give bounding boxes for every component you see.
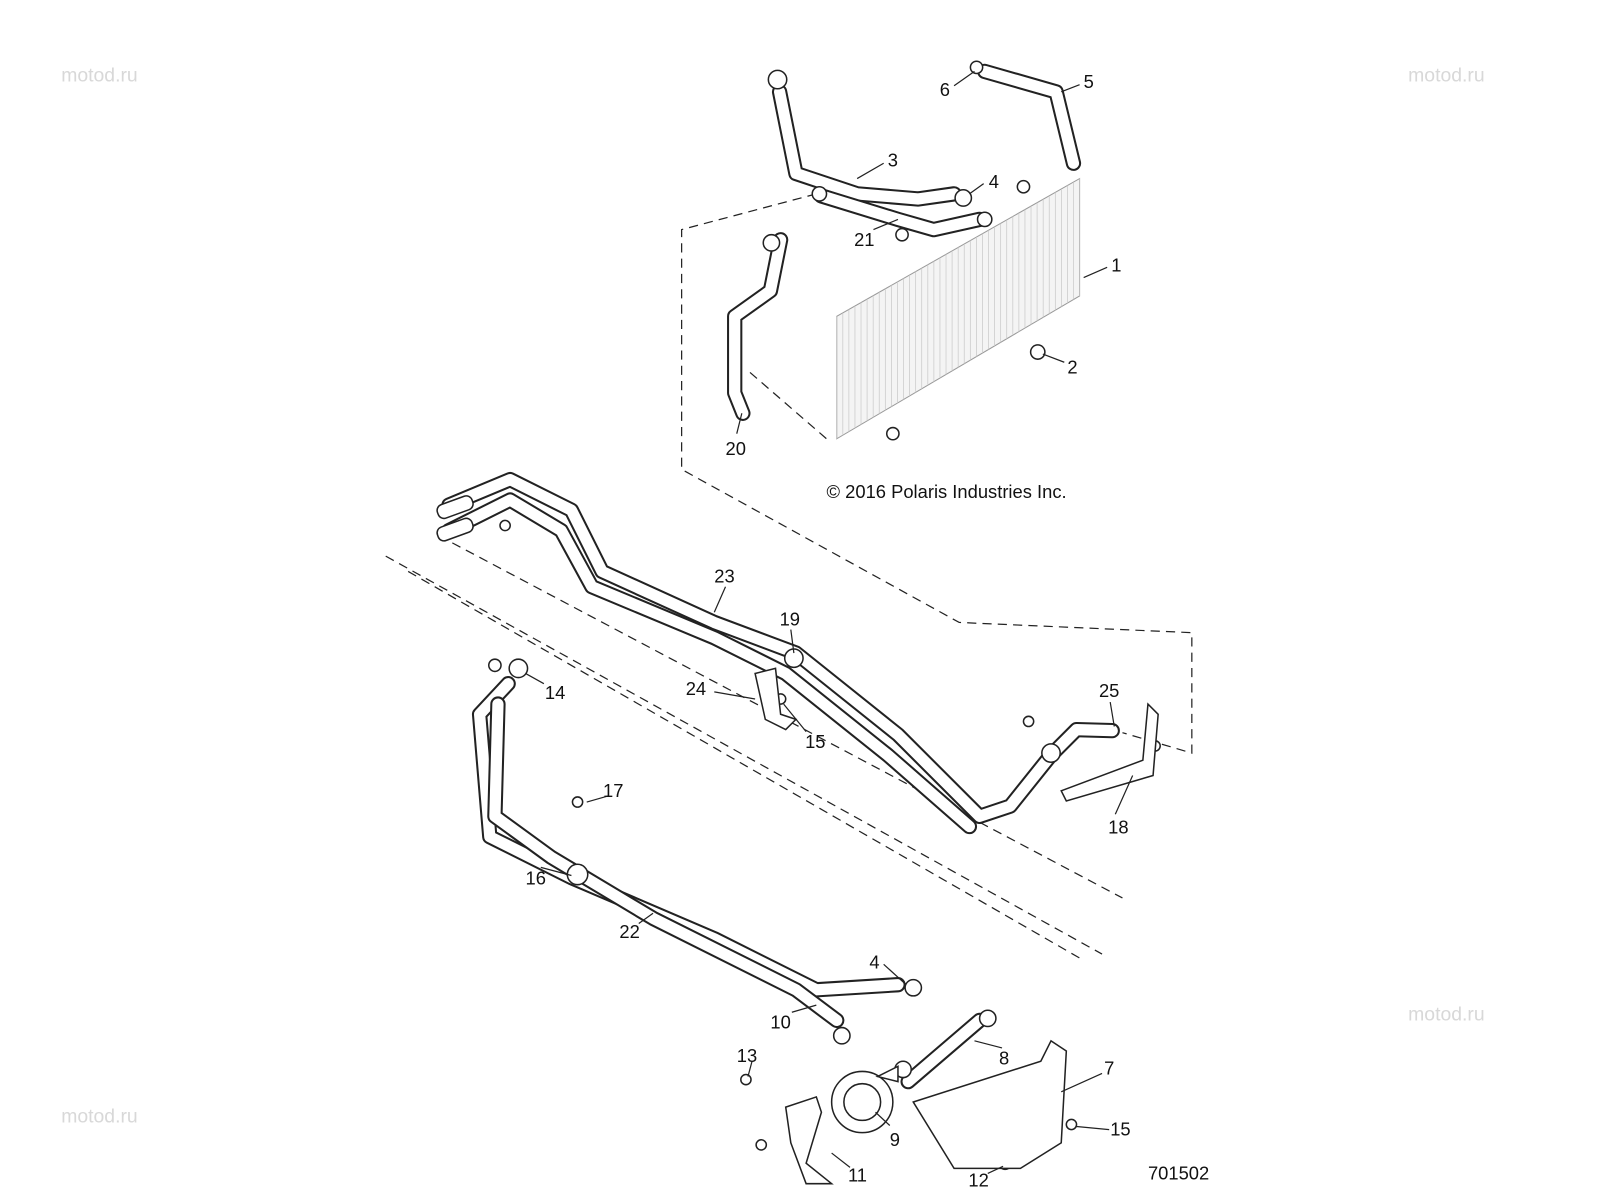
- callout-22: 22: [619, 921, 639, 942]
- clamps: [488, 60, 1161, 1171]
- assembly-line-top: [681, 193, 1193, 754]
- tube-10: [487, 696, 845, 1029]
- hose-5: [977, 63, 1082, 171]
- callout-23: 23: [714, 566, 734, 587]
- watermark-text: motod.ru: [61, 1105, 137, 1127]
- callout-8: 8: [999, 1047, 1009, 1068]
- watermark-text: motod.ru: [1408, 65, 1484, 87]
- callout-3: 3: [888, 149, 898, 170]
- callout-13: 13: [737, 1045, 757, 1066]
- callout-7: 7: [1104, 1057, 1114, 1078]
- callout-2: 2: [1067, 356, 1077, 377]
- callout-18: 18: [1108, 817, 1128, 838]
- drawing-number: 701502: [1148, 1163, 1209, 1184]
- callout-9: 9: [890, 1129, 900, 1150]
- callout-21: 21: [854, 229, 874, 250]
- callout-24: 24: [686, 678, 706, 699]
- radiator: [836, 177, 1081, 440]
- leader-lines: [525, 70, 1134, 1175]
- tube-23b: [441, 492, 978, 835]
- callout-20: 20: [726, 438, 746, 459]
- callout-16: 16: [526, 868, 546, 889]
- callout-12: 12: [968, 1170, 988, 1191]
- copyright-text: © 2016 Polaris Industries Inc.: [827, 481, 1067, 502]
- bracket-11: [784, 1095, 834, 1185]
- watermark-text: motod.ru: [61, 65, 137, 87]
- water-pump-9: [830, 1065, 899, 1134]
- callout-5: 5: [1084, 71, 1094, 92]
- callout-17: 17: [603, 780, 623, 801]
- callout-1: 1: [1111, 254, 1121, 275]
- watermark-layer: motod.ru motod.ru motod.ru motod.ru: [61, 65, 1484, 1128]
- bracket-18: [1060, 702, 1159, 802]
- callout-labels: 1 2 3 4 5 6 21 20 23 19 14 24 15 25 18 1…: [526, 71, 1131, 1191]
- callout-10: 10: [770, 1012, 790, 1033]
- watermark-text: motod.ru: [1408, 1003, 1484, 1025]
- hose-3: [771, 84, 962, 207]
- assembly-line-20: [749, 371, 827, 440]
- callout-4: 4: [989, 171, 999, 192]
- callout-11: 11: [848, 1165, 867, 1186]
- hose-20: [727, 232, 789, 421]
- hose-8: [900, 1012, 988, 1090]
- callout-6: 6: [940, 79, 950, 100]
- callout-14: 14: [545, 682, 565, 703]
- callout-25: 25: [1099, 680, 1119, 701]
- callout-15b: 15: [1110, 1119, 1130, 1140]
- hose-ends-left: [436, 495, 474, 542]
- hose-21: [813, 188, 988, 238]
- callout-15: 15: [805, 731, 825, 752]
- bracket-7: [912, 1039, 1068, 1170]
- callout-19: 19: [780, 609, 800, 630]
- callout-4b: 4: [869, 951, 879, 972]
